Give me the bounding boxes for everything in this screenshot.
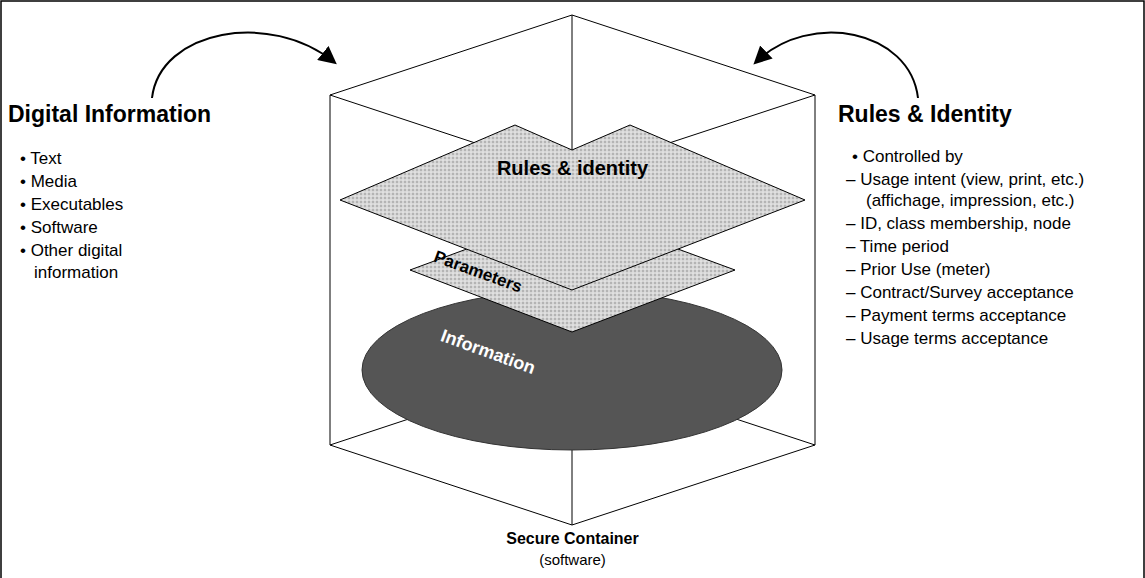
list-item: – Contract/Survey acceptance bbox=[846, 282, 1074, 304]
section-heading: Rules & Identity bbox=[838, 100, 1012, 130]
list-item: • Other digital information bbox=[20, 240, 199, 284]
list-item: • Software bbox=[20, 217, 98, 239]
list-item: – Time period bbox=[846, 236, 949, 258]
layer-shape bbox=[340, 105, 805, 290]
container-caption: Secure Container bbox=[330, 530, 815, 548]
list-item: – Usage intent (view, print, etc.) bbox=[846, 169, 1084, 191]
curved-arrow bbox=[756, 33, 918, 98]
container-layer: Rules & identity bbox=[340, 105, 805, 290]
container-caption: (software) bbox=[330, 551, 815, 568]
list-item: (affichage, impression, etc.) bbox=[866, 190, 1075, 212]
list-item: – Prior Use (meter) bbox=[846, 259, 991, 281]
list-item: – Usage terms acceptance bbox=[846, 328, 1048, 350]
cube-edge bbox=[330, 15, 815, 525]
layer-label: Rules & identity bbox=[340, 157, 805, 180]
secure-container: Secure Container (software) Rules & identi… bbox=[330, 15, 815, 575]
rules-layer bbox=[340, 125, 805, 290]
list-item: • Media bbox=[20, 171, 77, 193]
list-item: • Text bbox=[20, 148, 62, 170]
information-disc bbox=[362, 290, 782, 450]
curved-arrow bbox=[152, 33, 334, 98]
list-item: – Payment terms acceptance bbox=[846, 305, 1066, 327]
list-item: • Executables bbox=[20, 194, 123, 216]
list-item: • Controlled by bbox=[852, 146, 963, 168]
list-item: – ID, class membership, node bbox=[846, 213, 1071, 235]
section-heading: Digital Information bbox=[8, 100, 211, 130]
